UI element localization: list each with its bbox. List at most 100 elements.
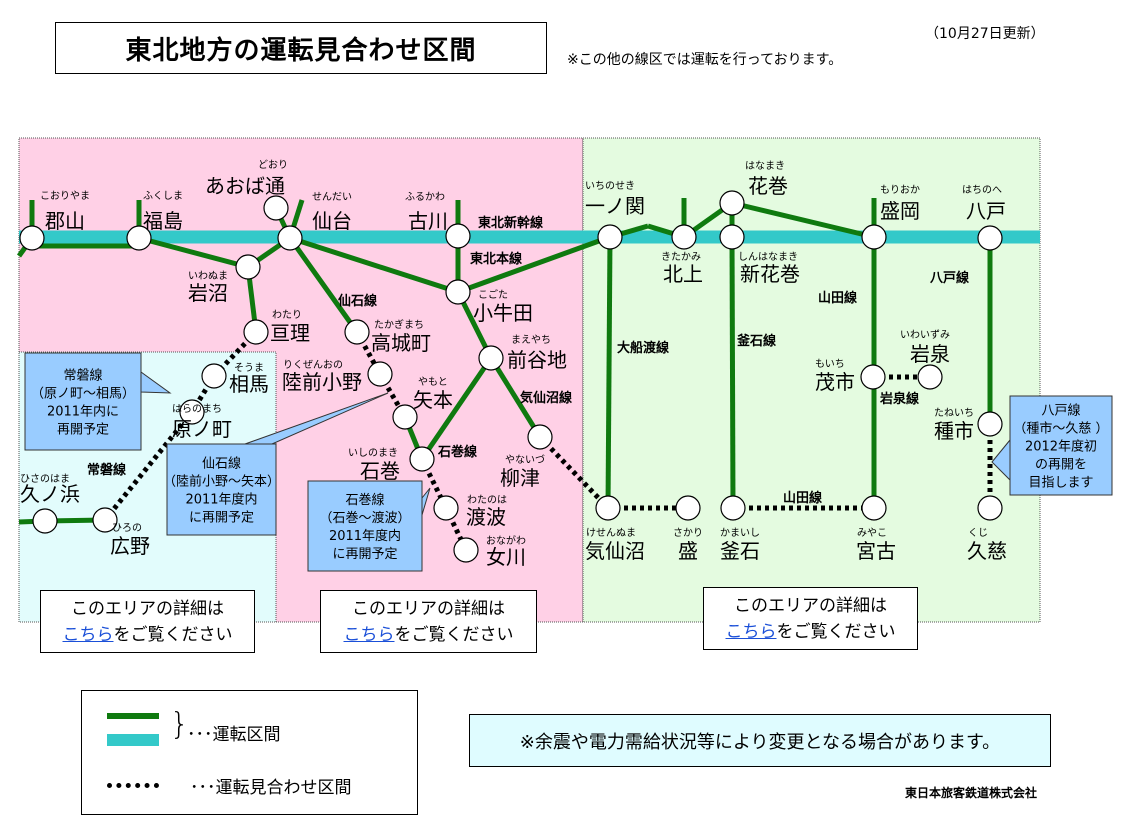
station-kuji[interactable] — [977, 495, 1003, 521]
station-ishinomaki[interactable] — [409, 446, 435, 472]
station-name[interactable]: 矢本 — [413, 388, 453, 412]
running-section-line — [289, 235, 459, 295]
station-rikuzenono[interactable] — [367, 361, 393, 387]
area-detail-link[interactable]: こちら — [343, 625, 395, 645]
station-miyako[interactable] — [861, 495, 887, 521]
station-name[interactable]: 柳津 — [500, 466, 540, 490]
area-detail-box-miyagi: このエリアの詳細は こちらをご覧ください — [320, 590, 537, 653]
station-yamoto[interactable] — [392, 404, 418, 430]
station-fukushima[interactable] — [126, 225, 152, 251]
station-morioka[interactable] — [861, 224, 887, 250]
station-name[interactable]: 宮古 — [856, 539, 896, 563]
station-name[interactable]: 八戸 — [966, 199, 1006, 223]
station-name[interactable]: 種市 — [934, 419, 974, 443]
station-name[interactable]: 石巻 — [360, 459, 400, 483]
station-name[interactable]: あおば通 — [205, 174, 285, 198]
station-reading: ひさのはま — [20, 473, 70, 485]
station-name[interactable]: 高城町 — [371, 331, 431, 355]
station-kamaishi[interactable] — [720, 495, 746, 521]
station-shinhanamaki[interactable] — [719, 224, 745, 250]
callout-pointer — [991, 438, 1011, 482]
station-name[interactable]: 花巻 — [748, 174, 788, 198]
other-lines-note: ※この他の線区では運転を行っております。 — [567, 52, 843, 68]
station-sendai[interactable] — [277, 225, 303, 251]
station-name[interactable]: 釜石 — [720, 539, 760, 563]
station-takagimachi[interactable] — [344, 319, 370, 345]
legend-running-line — [107, 713, 159, 719]
callout-box — [24, 352, 142, 451]
station-haranomachi[interactable] — [179, 399, 205, 425]
station-hisanohama[interactable] — [32, 508, 58, 534]
callout-text-line: 八戸線 — [1041, 403, 1080, 419]
callout-text-line: 再開予定 — [57, 423, 109, 438]
station-iwaizumi[interactable] — [917, 364, 943, 390]
station-hirono[interactable] — [92, 507, 118, 533]
station-taneichi[interactable] — [977, 411, 1003, 437]
line-label-senseki: 仙石線 — [338, 293, 378, 309]
line-label-iwaizumi: 岩泉線 — [879, 391, 920, 407]
area-detail-rest: をご覧ください — [113, 625, 233, 645]
station-furukawa[interactable] — [445, 223, 471, 249]
station-name[interactable]: 亘理 — [270, 321, 310, 345]
callout-text-line: に再開予定 — [332, 547, 397, 562]
station-watari[interactable] — [243, 319, 269, 345]
station-name[interactable]: 相馬 — [229, 372, 269, 396]
station-moichi[interactable] — [860, 364, 886, 390]
callout-text-line: 2012年度初 — [1025, 439, 1097, 455]
station-yanaizu[interactable] — [527, 424, 553, 450]
station-name[interactable]: 陸前小野 — [282, 370, 362, 394]
callout-box — [166, 443, 277, 536]
station-name[interactable]: 前谷地 — [507, 348, 567, 372]
station-name[interactable]: 久慈 — [967, 539, 1007, 563]
station-reading: いしのまき — [348, 447, 398, 459]
station-name[interactable]: 盛 — [678, 539, 698, 563]
station-koriyama[interactable] — [19, 225, 45, 251]
station-hanamaki[interactable] — [719, 190, 745, 216]
callout-text-line: 仙石線 — [202, 456, 241, 472]
station-name[interactable]: 女川 — [486, 545, 526, 569]
station-reading: どおり — [258, 159, 288, 171]
station-kogota[interactable] — [445, 279, 471, 305]
station-name[interactable]: 岩泉 — [910, 342, 950, 366]
station-aobadori[interactable] — [263, 195, 289, 221]
station-name[interactable]: 渡波 — [466, 505, 506, 529]
callout-text-line: （石巻～渡波） — [319, 510, 410, 526]
station-name[interactable]: 古川 — [408, 209, 448, 233]
station-watanoha[interactable] — [433, 495, 459, 521]
station-name[interactable]: 仙台 — [312, 209, 352, 233]
station-reading: いわいずみ — [900, 329, 950, 341]
station-soma[interactable] — [201, 363, 227, 389]
line-label-yamada-north: 山田線 — [818, 290, 858, 306]
station-name[interactable]: 新花巻 — [740, 262, 800, 286]
station-onagawa[interactable] — [453, 537, 479, 563]
station-reading: はなまき — [745, 160, 785, 172]
station-name[interactable]: 茂市 — [815, 370, 855, 394]
station-name[interactable]: 気仙沼 — [585, 539, 645, 563]
station-name[interactable]: 福島 — [143, 209, 183, 233]
station-name[interactable]: 岩沼 — [188, 281, 228, 305]
station-kesennuma[interactable] — [595, 495, 621, 521]
station-sakari[interactable] — [675, 495, 701, 521]
callout-text-line: 石巻線 — [345, 492, 384, 508]
station-name[interactable]: 原ノ町 — [172, 417, 232, 441]
station-name[interactable]: 久ノ浜 — [20, 482, 80, 506]
station-name[interactable]: 北上 — [663, 262, 703, 286]
station-name[interactable]: 広野 — [110, 534, 150, 558]
station-ichinoseki[interactable] — [597, 224, 623, 250]
station-reading: わたのは — [467, 494, 507, 506]
area-detail-link[interactable]: こちら — [725, 622, 777, 642]
station-name[interactable]: 一ノ関 — [585, 194, 645, 218]
area-detail-box-iwate: このエリアの詳細は こちらをご覧ください — [703, 587, 918, 650]
area-detail-link[interactable]: こちら — [62, 625, 114, 645]
station-name[interactable]: 小牛田 — [473, 301, 533, 325]
legend-running-label: ･･･運転区間 — [187, 725, 281, 745]
station-hachinohe[interactable] — [977, 225, 1003, 251]
station-reading: わたり — [272, 309, 302, 321]
station-name[interactable]: 郡山 — [45, 209, 85, 233]
station-maeyachi[interactable] — [478, 345, 504, 371]
station-iwanuma[interactable] — [235, 254, 261, 280]
station-name[interactable]: 盛岡 — [880, 199, 920, 223]
station-kitakami[interactable] — [671, 224, 697, 250]
